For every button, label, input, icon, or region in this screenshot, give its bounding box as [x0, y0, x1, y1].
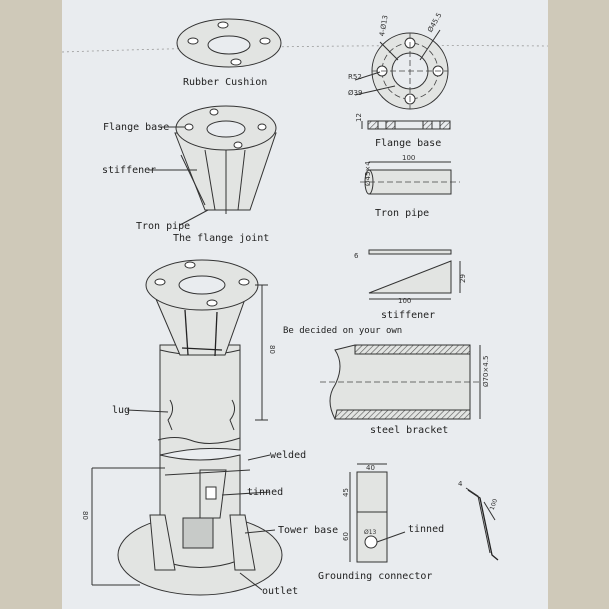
- stiffener-drawing: [368, 249, 461, 300]
- rubber-cushion-drawing: [176, 18, 282, 68]
- label-tinned-left: tinned: [247, 487, 283, 498]
- label-welded: welded: [270, 450, 306, 461]
- label-outlet: outlet: [262, 586, 298, 597]
- dim-assembly-height: 80: [268, 345, 276, 354]
- label-steel-bracket: steel bracket: [370, 425, 448, 436]
- tower-base-drawing: [91, 454, 283, 596]
- label-be-decided: Be decided on your own: [283, 326, 402, 336]
- dim-pipe-length: 100: [402, 154, 415, 162]
- grounding-connector-drawing: [349, 463, 499, 563]
- dim-bore: Ø39: [348, 89, 362, 97]
- dim-base-height: 80: [81, 511, 89, 520]
- dim-connector-upper: 45: [342, 488, 350, 497]
- label-tron-pipe-left: Tron pipe: [136, 221, 190, 232]
- dim-r52: R52: [348, 73, 362, 81]
- label-stiffener-left: stiffener: [102, 165, 156, 176]
- dim-connector-width: 40: [366, 464, 375, 472]
- flange-base-plan-drawing: [354, 29, 449, 110]
- label-tower-base: Tower base: [278, 525, 338, 536]
- dim-connector-thickness: 4: [458, 480, 463, 488]
- label-rubber-cushion: Rubber Cushion: [183, 77, 267, 88]
- dim-bracket-diameter: Ø70×4.5: [482, 356, 490, 387]
- flange-base-section-drawing: [361, 120, 451, 130]
- dim-stiffener-height: 29: [459, 274, 467, 283]
- label-grounding-connector: Grounding connector: [318, 571, 432, 582]
- dim-stiffener-length: 100: [398, 297, 411, 305]
- label-tinned-right: tinned: [408, 524, 444, 535]
- label-tron-pipe-right: Tron pipe: [375, 208, 429, 219]
- steel-bracket-drawing: [320, 344, 481, 420]
- assembly-drawing: [145, 259, 268, 456]
- label-flange-joint: The flange joint: [173, 233, 269, 244]
- iron-pipe-drawing: [360, 161, 460, 195]
- dim-connector-angle: 100: [489, 498, 500, 511]
- label-flange-base-right: Flange base: [375, 138, 441, 149]
- dim-stiffener-thickness: 6: [354, 252, 359, 260]
- label-lug: lug: [112, 405, 130, 416]
- label-stiffener-right: stiffener: [381, 310, 435, 321]
- flange-joint-drawing: [174, 105, 277, 214]
- dim-pipe-diameter: Ø45×4: [364, 161, 372, 186]
- dim-connector-hole: Ø13: [364, 529, 377, 536]
- dim-4-holes: 4-Ø13: [378, 15, 390, 37]
- label-flange-base-left: Flange base: [103, 122, 169, 133]
- paper-sheet: [62, 0, 548, 609]
- fold-line: [61, 45, 549, 53]
- dim-flange-diameter: Ø45.5: [426, 11, 443, 33]
- dim-connector-lower: 60: [342, 532, 350, 541]
- dim-flange-thickness: 12: [355, 113, 363, 122]
